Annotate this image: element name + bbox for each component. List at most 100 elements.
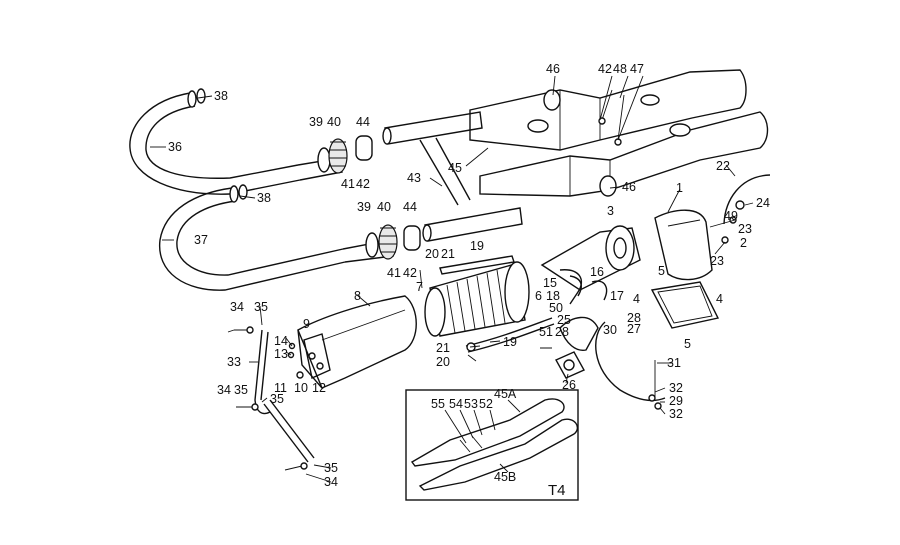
callout-41: 41 (341, 177, 355, 191)
callout-1: 1 (676, 181, 683, 195)
callout-27: 27 (627, 322, 641, 336)
hose-19-lower (465, 317, 555, 353)
callout-36: 36 (168, 140, 182, 154)
callout-43: 43 (407, 171, 421, 185)
callout-23: 23 (710, 254, 724, 268)
callout-42: 42 (598, 62, 612, 76)
callout-labels: 46 42 48 47 38 36 39 40 44 41 42 43 45 2… (168, 62, 770, 489)
callout-9: 9 (303, 317, 310, 331)
callout-32: 32 (669, 407, 683, 421)
callout-55: 55 (431, 397, 445, 411)
callout-47: 47 (630, 62, 644, 76)
callout-26: 26 (562, 378, 576, 392)
callout-20: 20 (425, 247, 439, 261)
callout-8: 8 (354, 289, 361, 303)
leader-lines (150, 75, 754, 483)
bracket-bolts (598, 89, 625, 146)
callout-13: 13 (274, 347, 288, 361)
intake-body-8 (297, 295, 417, 389)
callout-10: 10 (294, 381, 308, 395)
callout-22: 22 (716, 159, 730, 173)
callout-25: 25 (557, 313, 571, 327)
callout-51: 51 (539, 325, 553, 339)
cover-plate (650, 281, 720, 329)
callout-3: 3 (607, 204, 614, 218)
silencer-lower (479, 111, 769, 197)
callout-5: 5 (684, 337, 691, 351)
callout-18: 18 (546, 289, 560, 303)
callout-20: 20 (436, 355, 450, 369)
callout-45: 45 (448, 161, 462, 175)
silencer-upper (469, 69, 747, 151)
callout-21: 21 (441, 247, 455, 261)
callout-16: 16 (590, 265, 604, 279)
air-filter-cartridge (424, 261, 530, 337)
callout-46: 46 (622, 180, 636, 194)
drain-hose (254, 329, 315, 463)
callout-2: 2 (740, 236, 747, 250)
callout-48: 48 (613, 62, 627, 76)
callout-35: 35 (270, 392, 284, 406)
callout-50: 50 (549, 301, 563, 315)
callout-28: 28 (627, 311, 641, 325)
ring-nut-upper (317, 135, 373, 174)
filter-housing (540, 209, 713, 291)
callout-17: 17 (610, 289, 624, 303)
callout-35: 35 (234, 383, 248, 397)
callout-37: 37 (194, 233, 208, 247)
callout-39: 39 (309, 115, 323, 129)
hook-22 (721, 174, 771, 244)
callout-4: 4 (716, 292, 723, 306)
exhaust-pipe-upper (129, 88, 343, 195)
inset-title: T4 (548, 482, 566, 499)
callout-15: 15 (543, 276, 557, 290)
callout-35: 35 (254, 300, 268, 314)
callout-23: 23 (738, 222, 752, 236)
callout-30: 30 (603, 323, 617, 337)
callout-34: 34 (324, 475, 338, 489)
callout-19: 19 (470, 239, 484, 253)
callout-34: 34 (230, 300, 244, 314)
callout-35: 35 (324, 461, 338, 475)
gasket-26 (555, 351, 585, 379)
callout-45B: 45B (494, 470, 516, 484)
callout-42: 42 (403, 266, 417, 280)
callout-44: 44 (403, 200, 417, 214)
callout-40: 40 (377, 200, 391, 214)
callout-5: 5 (658, 264, 665, 278)
callout-42: 42 (356, 177, 370, 191)
ring-nut-lower (365, 224, 421, 260)
hose-19-upper (439, 255, 515, 275)
callout-6: 6 (535, 289, 542, 303)
callout-7: 7 (416, 280, 423, 294)
callout-53: 53 (464, 397, 478, 411)
callout-14: 14 (274, 334, 288, 348)
callout-46: 46 (546, 62, 560, 76)
callout-52: 52 (479, 397, 493, 411)
callout-32: 32 (669, 381, 683, 395)
cross-pipe (382, 111, 523, 242)
callout-21: 21 (436, 341, 450, 355)
callout-33: 33 (227, 355, 241, 369)
callout-29: 29 (669, 394, 683, 408)
callout-28: 28 (555, 325, 569, 339)
callout-12: 12 (312, 381, 326, 395)
callout-39: 39 (357, 200, 371, 214)
callout-45A: 45A (494, 387, 517, 401)
callout-24: 24 (756, 196, 770, 210)
bolts-small (234, 269, 662, 471)
callout-34: 34 (217, 383, 231, 397)
inset-t4-box: T4 (405, 389, 579, 501)
callout-49: 49 (724, 209, 738, 223)
elbow-pipes (559, 269, 608, 351)
callout-4: 4 (633, 292, 640, 306)
callout-54: 54 (449, 397, 463, 411)
callout-19: 19 (503, 335, 517, 349)
callout-40: 40 (327, 115, 341, 129)
callout-38: 38 (257, 191, 271, 205)
callout-41: 41 (387, 266, 401, 280)
callout-31: 31 (667, 356, 681, 370)
callout-11: 11 (274, 381, 287, 395)
